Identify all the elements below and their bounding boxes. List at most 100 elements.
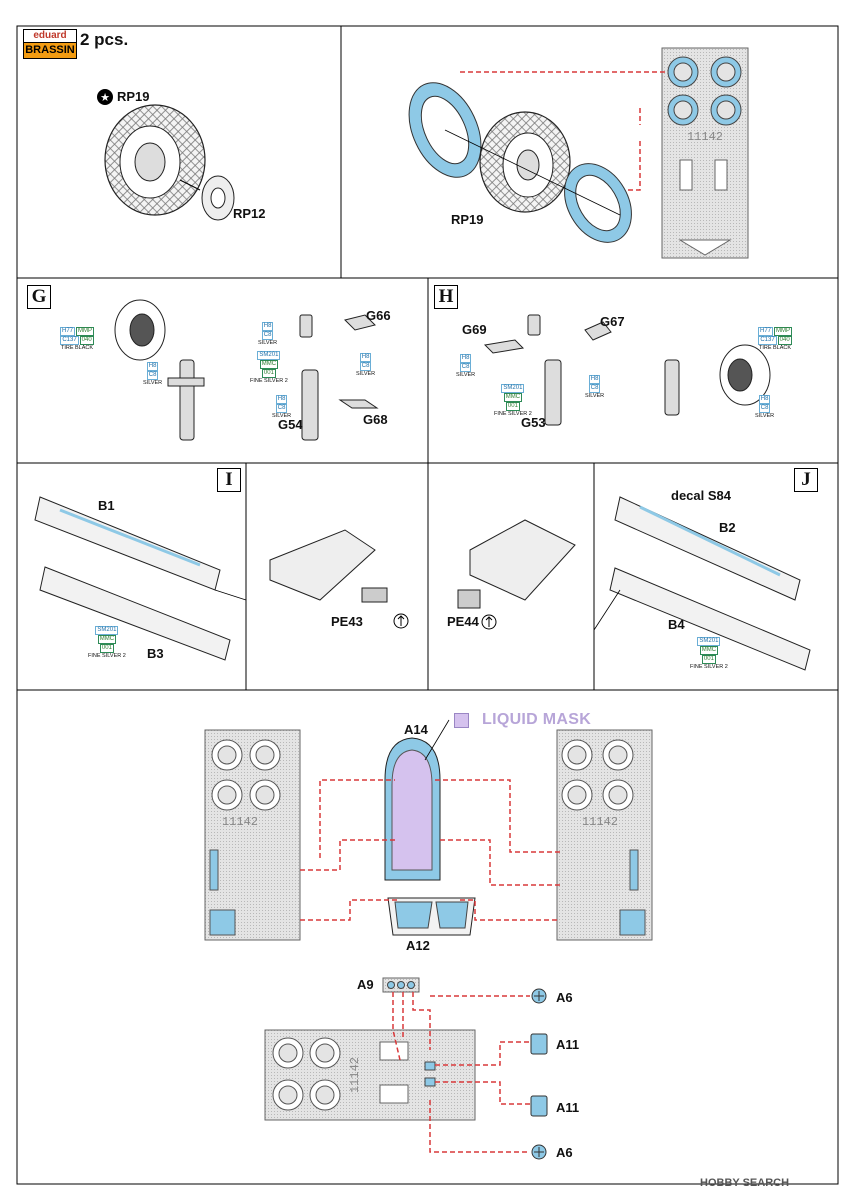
brand-top: eduard [23,29,77,43]
liquid-mask-swatch [454,713,469,728]
paint-name: FINE SILVER 2 [250,378,288,384]
rotate-icon-pe44 [481,614,497,630]
label-g68: G68 [363,412,388,427]
paint-code: H8 [146,362,159,371]
section-j-marker: J [794,468,818,492]
label-b3: B3 [147,646,164,661]
label-a11-bot: A11 [556,1100,580,1115]
section-i-marker: I [217,468,241,492]
paint-code: 001 [99,644,114,653]
paint-code: C8 [588,384,601,393]
paint-code: 001 [701,655,716,664]
a6-bot-part [531,1144,547,1160]
paint-code: C137 [60,336,79,345]
mask-ring-right [564,163,632,243]
paint-name: SILVER [356,371,376,377]
label-a9: A9 [357,977,374,992]
quantity-label: 2 pcs. [80,30,129,49]
leader-lines-canopy [300,779,560,921]
door-b1-b3 [34,496,231,661]
paint-code: 001 [505,402,520,411]
paint-name: FINE SILVER 2 [494,411,532,417]
canopy-a14 [384,737,441,881]
canopy-a12 [387,897,476,936]
label-a6-bot: A6 [556,1145,573,1160]
mask-sheet-top [661,47,749,259]
paint-code: H8 [261,322,274,331]
label-rp19-a: RP19 [117,89,150,104]
label-rp19-b: RP19 [451,212,484,227]
paint-code: 001 [261,369,276,378]
paint-code: MMC [259,360,279,369]
paint-code: SM201 [501,384,525,393]
paint-silver-h2: H8 C8 SILVER [585,375,604,400]
svg-text:★: ★ [100,92,110,104]
mask-fret-number-top: 11142 [687,130,723,144]
label-g69: G69 [462,322,487,337]
wheel-rp19-right [479,111,571,213]
paint-code: 040 [79,336,94,345]
eduard-brassin-logo: eduard BRASSIN [23,29,77,59]
paint-code: MMP [76,327,95,336]
a11-top-part [530,1033,548,1055]
paint-fine-silver-g: SM201 MMC 001 FINE SILVER 2 [250,351,288,385]
mask-fret-number-left: 11142 [222,815,258,829]
paint-name: FINE SILVER 2 [690,664,728,670]
door-b2-b4 [609,496,811,671]
paint-silver-g4: H8 C8 SILVER [356,353,375,378]
wheel-rp19-left [104,104,206,216]
section-g-marker: G [27,285,51,309]
paint-code: H8 [459,354,472,363]
page-frame [16,25,839,1185]
paint-code: C8 [459,363,472,372]
a6-top-part [531,988,547,1004]
paint-code: MMC [97,635,117,644]
paint-fine-silver-h: SM201 MMC 001 FINE SILVER 2 [494,384,532,418]
label-b2: B2 [719,520,736,535]
paint-code: H77 [60,327,76,336]
h-strut-right [664,359,680,416]
label-g67: G67 [600,314,625,329]
label-g66: G66 [366,308,391,323]
paint-code: H77 [758,327,774,336]
paint-code: C8 [359,362,372,371]
small-mask-sheet [264,1029,476,1121]
paint-code: H8 [588,375,601,384]
label-b4: B4 [668,617,685,632]
mask-sheet-left [204,729,301,941]
label-decal-s84: decal S84 [671,488,731,503]
paint-code: C8 [261,331,274,340]
label-a11-top: A11 [556,1037,580,1052]
paint-code: C8 [146,371,159,380]
paint-name: SILVER [258,340,278,346]
paint-name: FINE SILVER 2 [88,653,126,659]
paint-name: SILVER [143,380,163,386]
paint-fine-silver-i: SM201 MMC 001 FINE SILVER 2 [88,626,126,660]
footer-watermark: HOBBY SEARCH [700,1177,790,1189]
g-strut-left [167,359,205,441]
paint-name: TIRE BLACK [758,345,792,351]
paint-code: SM201 [95,626,119,635]
paint-silver-g3: H8 C8 SILVER [272,395,291,420]
paint-name: SILVER [755,413,775,419]
g-strut-right [299,314,379,441]
label-a6-top: A6 [556,990,573,1005]
star-icon: ★ [97,89,113,105]
liquid-mask-label: LIQUID MASK [482,711,592,728]
label-pe43: PE43 [331,614,363,629]
hub-rp12 [201,175,235,221]
label-g54: G54 [278,417,303,432]
paint-code: C8 [758,404,771,413]
paint-code: SM201 [697,637,721,646]
paint-code: MMC [503,393,523,402]
paint-name: SILVER [456,372,476,378]
paint-code: H8 [275,395,288,404]
label-g53: G53 [521,415,546,430]
mask-fret-number-bottom: 11142 [348,1057,362,1093]
h-strut-left [483,314,612,426]
paint-fine-silver-j: SM201 MMC 001 FINE SILVER 2 [690,637,728,671]
paint-code: H8 [758,395,771,404]
h-wheel [719,344,771,406]
rotate-icon-pe43 [393,613,409,629]
